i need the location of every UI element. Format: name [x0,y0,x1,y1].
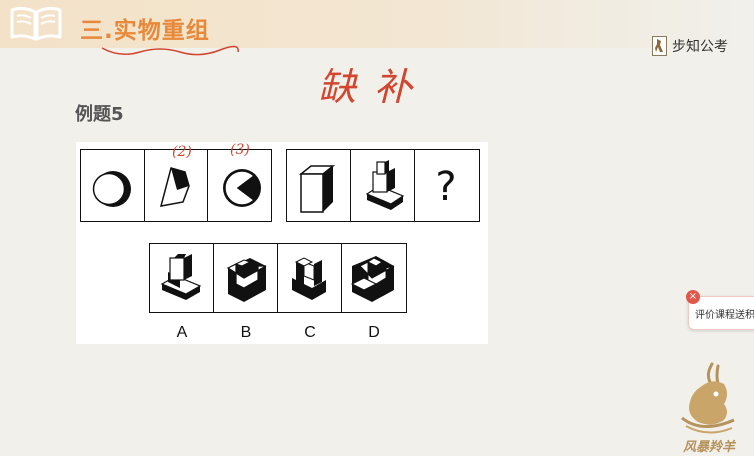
puzzle-cell-3 [207,149,272,222]
rate-course-text: 评价课程送积分 [695,310,754,321]
section-title: 三.实物重组 [80,18,210,44]
example-label: 例题5 [75,104,124,125]
puzzle-panel: ? (2) (3) [76,142,488,344]
mascot-caption: 风暴羚羊 [683,440,736,455]
option-d-label: D [368,324,380,341]
puzzle-cell-2 [144,149,209,222]
rate-course-card[interactable]: 评价课程送积分 [688,296,754,330]
brand-name: 步知公考 [672,39,728,55]
svg-text:?: ? [435,164,456,210]
option-c-cell[interactable] [277,243,343,313]
puzzle-cell-1 [80,149,146,222]
header-bar: 三.实物重组 [0,0,754,56]
handwritten-note-text: 缺补 [318,65,430,109]
brand-logo-icon [652,36,667,56]
puzzle-cell-4 [286,149,352,222]
puzzle-cell-question: ? [414,149,480,222]
option-c-label: C [304,324,316,341]
option-b-label: B [240,324,252,341]
antelope-mascot-logo [681,362,735,434]
annotation-3: (3) [230,142,250,158]
option-b-cell[interactable] [213,243,279,313]
handwritten-underline [101,45,239,56]
option-a-cell[interactable] [149,243,215,313]
handwritten-note: 缺补 [318,65,430,109]
open-book-icon [10,6,62,41]
close-icon[interactable]: × [686,290,700,304]
option-d-cell[interactable] [341,243,407,313]
puzzle-cell-5 [350,149,416,222]
option-a-label: A [176,324,188,341]
annotation-2: (2) [172,144,192,160]
